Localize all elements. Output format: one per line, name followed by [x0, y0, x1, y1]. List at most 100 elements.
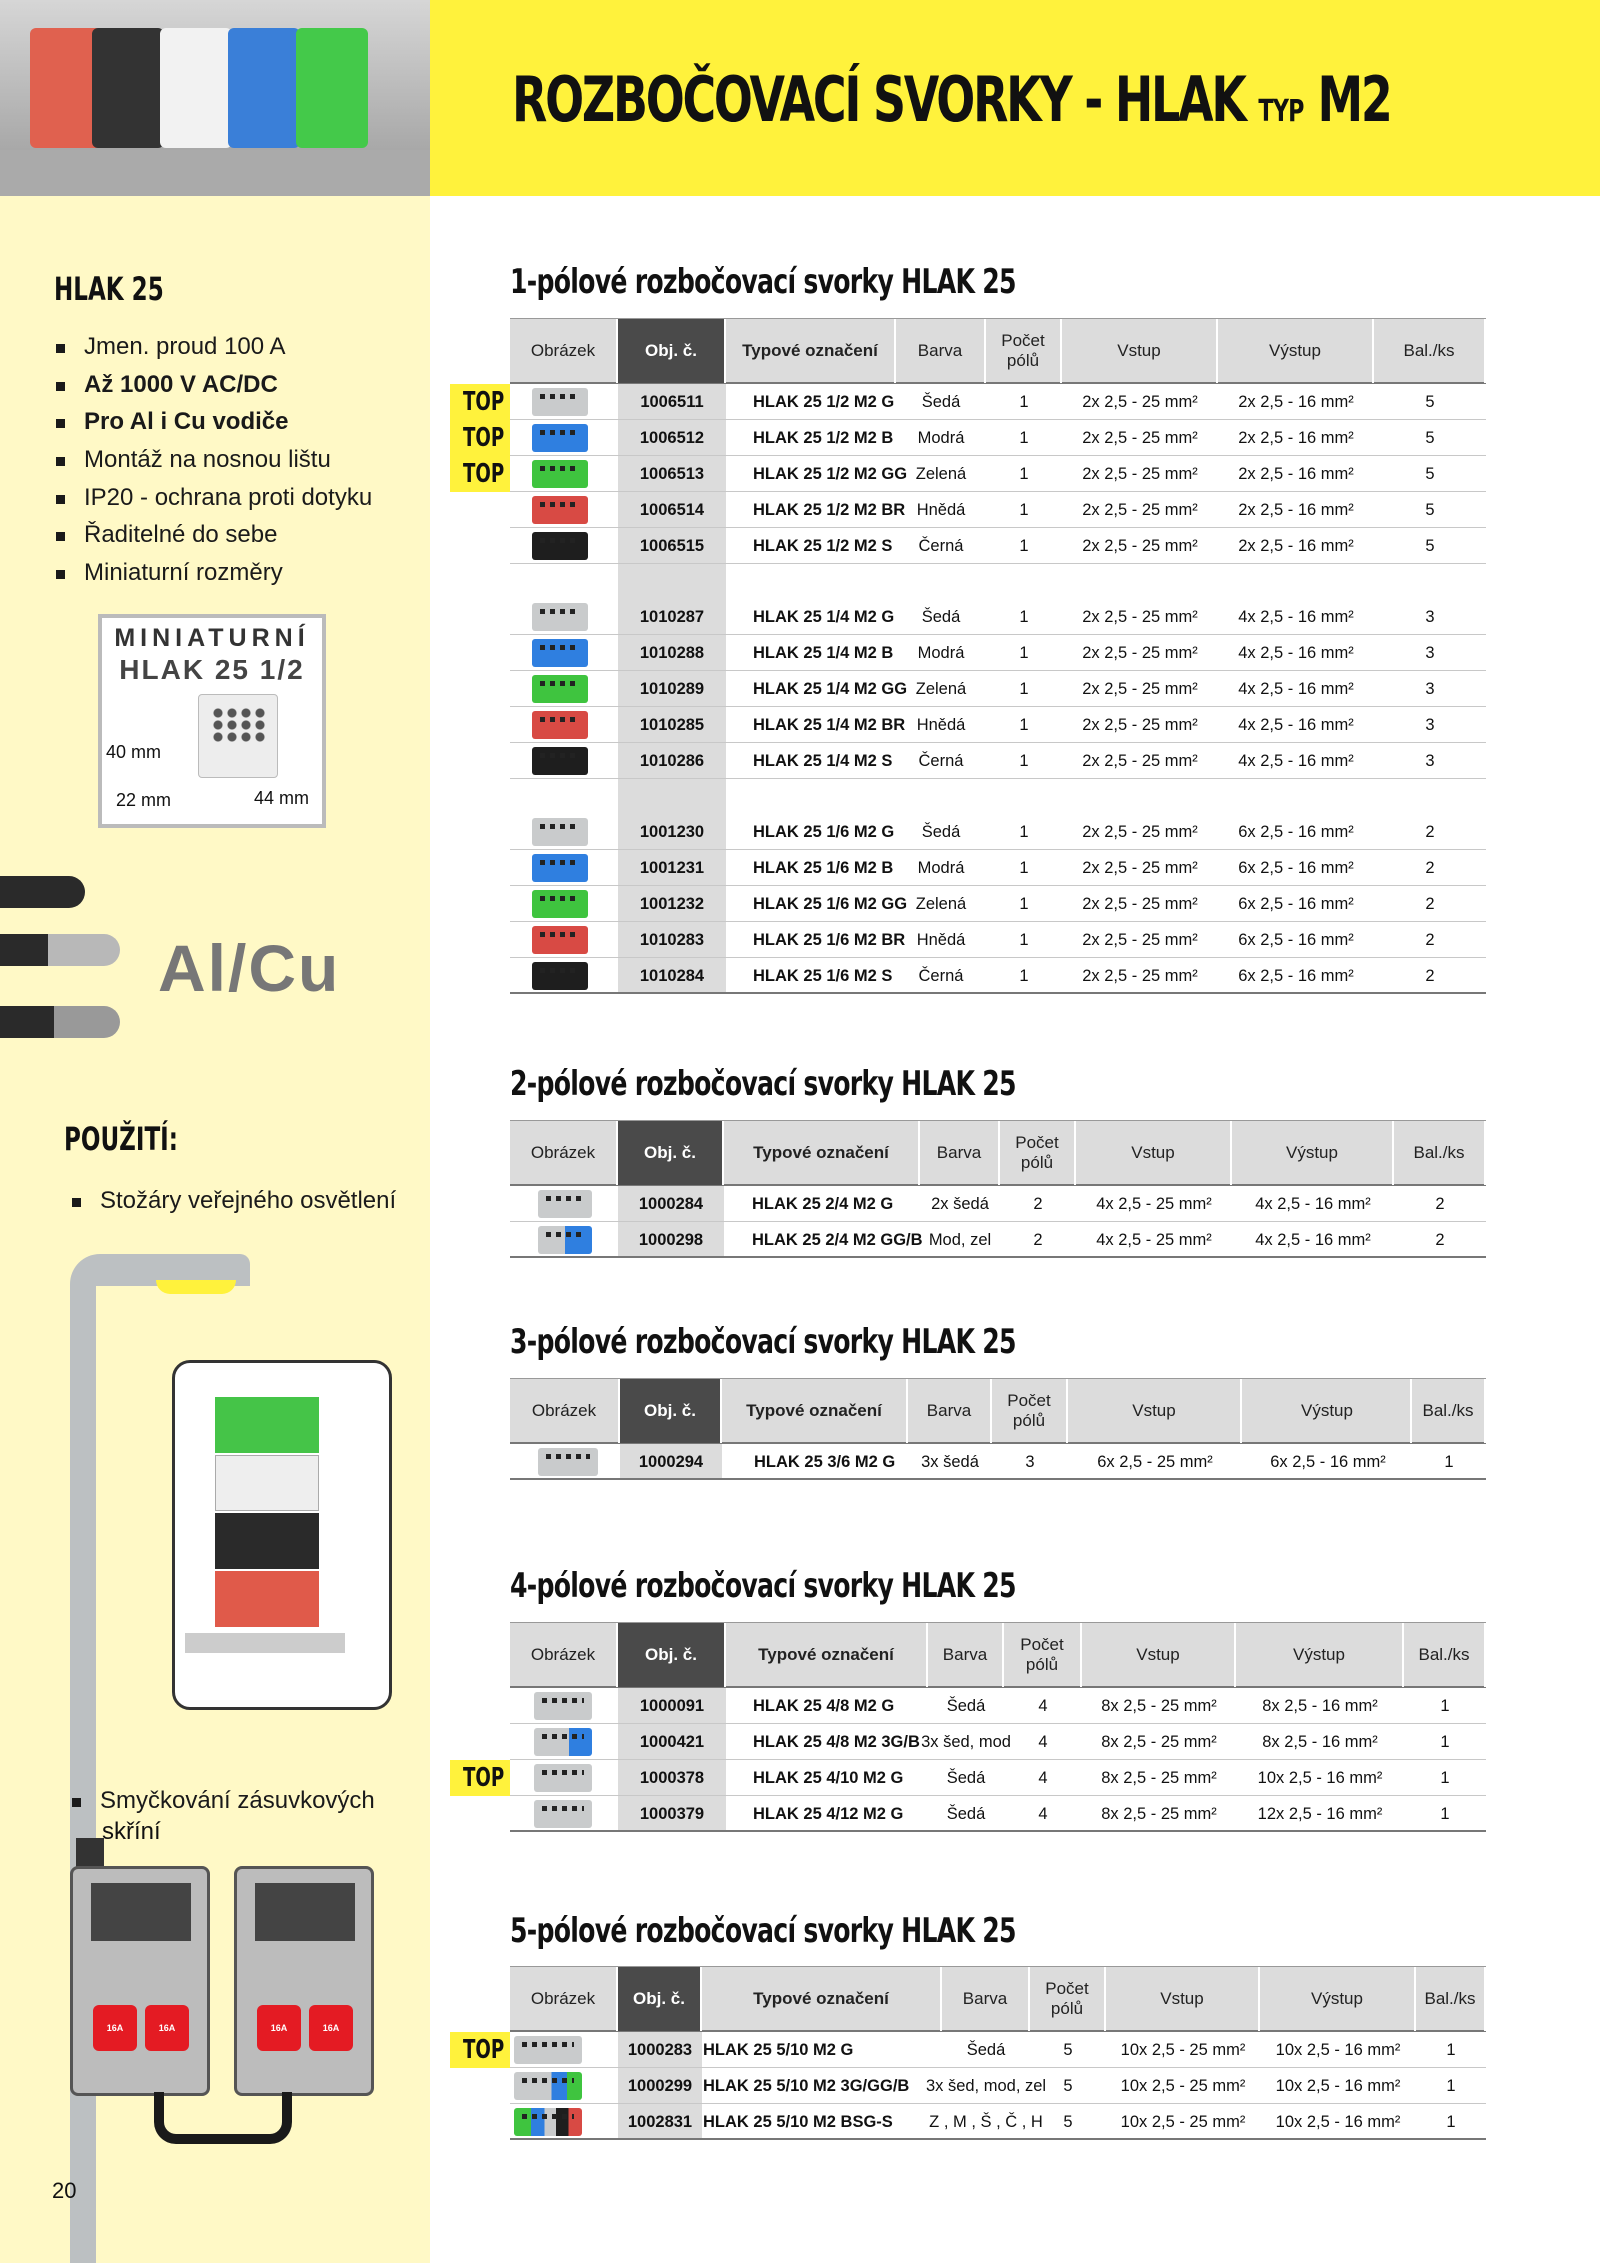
type-designation: HLAK 25 4/10 M2 G	[753, 1768, 904, 1787]
type-designation: HLAK 25 3/6 M2 G	[754, 1452, 896, 1471]
output-spec: 2x 2,5 - 16 mm²	[1238, 500, 1354, 519]
order-number: 1001231	[639, 858, 705, 877]
terminal-thumbnail	[534, 1728, 592, 1756]
input-spec: 2x 2,5 - 25 mm²	[1082, 858, 1198, 877]
output-spec: 4x 2,5 - 16 mm²	[1238, 643, 1354, 662]
feature-item: Řaditelné do sebe	[54, 520, 277, 550]
input-spec: 2x 2,5 - 25 mm²	[1082, 536, 1198, 555]
column-header: Vstup	[1076, 1121, 1232, 1185]
output-spec: 4x 2,5 - 16 mm²	[1255, 1230, 1371, 1249]
pack-qty: 5	[1425, 428, 1435, 447]
column-header: Typové označení	[726, 1623, 928, 1687]
terminal-thumbnail	[532, 890, 588, 918]
output-spec: 10x 2,5 - 16 mm²	[1257, 1768, 1383, 1787]
al-cu-label: Al/Cu	[158, 931, 341, 1005]
output-spec: 2x 2,5 - 16 mm²	[1238, 428, 1354, 447]
section-title: 1-pólové rozbočovací svorky HLAK 25	[510, 262, 1017, 302]
feature-item: Jmen. proud 100 A	[54, 332, 285, 362]
output-spec: 4x 2,5 - 16 mm²	[1238, 751, 1354, 770]
output-spec: 2x 2,5 - 16 mm²	[1238, 464, 1354, 483]
input-spec: 10x 2,5 - 25 mm²	[1120, 2076, 1246, 2095]
type-designation: HLAK 25 1/2 M2 B	[753, 428, 894, 447]
column-header: Vstup	[1068, 1379, 1242, 1443]
terminal-thumbnail	[532, 532, 588, 560]
socket-icon: 16A	[145, 2005, 189, 2051]
section-title: 5-pólové rozbočovací svorky HLAK 25	[510, 1911, 1017, 1951]
input-spec: 10x 2,5 - 25 mm²	[1120, 2112, 1246, 2131]
color: Černá	[918, 536, 964, 555]
cable	[0, 1006, 120, 1038]
type-designation: HLAK 25 1/4 M2 GG	[753, 679, 908, 698]
pole-count: 1	[1019, 607, 1029, 626]
order-number: 1010287	[639, 607, 705, 626]
pole-count: 1	[1019, 894, 1029, 913]
column-header: Vstup	[1106, 1967, 1260, 2031]
column-header: Bal./ks	[1394, 1121, 1486, 1185]
color: 3x šed, mod	[921, 1732, 1011, 1751]
usage-item: Smyčkování zásuvkových	[70, 1786, 375, 1816]
type-designation: HLAK 25 5/10 M2 3G/GG/B	[703, 2076, 910, 2095]
column-header: Vstup	[1082, 1623, 1236, 1687]
type-designation: HLAK 25 1/6 M2 S	[753, 966, 893, 985]
type-designation: HLAK 25 2/4 M2 GG/B	[752, 1230, 923, 1249]
pack-qty: 1	[1446, 2040, 1456, 2059]
order-number: 1000379	[639, 1804, 705, 1823]
column-header: Obj. č.	[618, 1121, 724, 1185]
column-header: Barva	[920, 1121, 1000, 1185]
output-spec: 6x 2,5 - 16 mm²	[1238, 822, 1354, 841]
cable	[0, 934, 120, 966]
top-badge: TOP	[463, 1763, 505, 1793]
pack-qty: 1	[1440, 1696, 1450, 1715]
pole-count: 1	[1019, 500, 1029, 519]
terminal-thumbnail	[534, 1692, 592, 1720]
pack-qty: 1	[1444, 1452, 1454, 1471]
output-spec: 6x 2,5 - 16 mm²	[1238, 930, 1354, 949]
feature-item: Až 1000 V AC/DC	[54, 370, 278, 400]
feature-item: Pro Al i Cu vodiče	[54, 407, 288, 437]
input-spec: 4x 2,5 - 25 mm²	[1096, 1230, 1212, 1249]
color: Zelená	[915, 894, 967, 913]
order-number: 1000421	[639, 1732, 705, 1751]
column-header: Typové označení	[724, 1121, 920, 1185]
input-spec: 8x 2,5 - 25 mm²	[1101, 1804, 1217, 1823]
green-terminal	[296, 28, 368, 148]
black-terminal	[92, 28, 164, 148]
terminal-thumbnail	[532, 854, 588, 882]
type-designation: HLAK 25 1/6 M2 BR	[753, 930, 906, 949]
input-spec: 2x 2,5 - 25 mm²	[1082, 607, 1198, 626]
terminal-thumbnail	[538, 1448, 598, 1476]
column-header: Výstup	[1236, 1623, 1404, 1687]
order-number: 1010285	[639, 715, 705, 734]
terminal-thumbnail	[532, 747, 588, 775]
column-header: Obrázek	[510, 1623, 618, 1687]
pack-qty: 5	[1425, 392, 1435, 411]
pack-qty: 2	[1435, 1194, 1445, 1213]
order-number: 1001230	[639, 822, 705, 841]
pole-count: 5	[1063, 2112, 1073, 2131]
dim-width: 22 mm	[116, 790, 172, 810]
feature-item: Montáž na nosnou lištu	[54, 445, 331, 475]
type-designation: HLAK 25 1/6 M2 G	[753, 822, 895, 841]
usage-heading: POUŽITÍ:	[64, 1120, 178, 1158]
type-designation: HLAK 25 5/10 M2 G	[703, 2040, 854, 2059]
color: Hnědá	[916, 715, 966, 734]
pole-count: 1	[1019, 822, 1029, 841]
feature-item: IP20 - ochrana proti dotyku	[54, 483, 372, 513]
terminal-thumbnail	[532, 675, 588, 703]
output-spec: 12x 2,5 - 16 mm²	[1257, 1804, 1383, 1823]
pole-count: 5	[1063, 2040, 1073, 2059]
color: 2x šedá	[931, 1194, 989, 1213]
color: Šedá	[946, 1768, 986, 1787]
page-title: ROZBOČOVACÍ SVORKY - HLAK TYP M2	[512, 63, 1393, 136]
top-badge: TOP	[463, 423, 505, 453]
feature-item: Miniaturní rozměry	[54, 558, 283, 588]
column-header: Obj. č.	[618, 1967, 702, 2031]
column-header: Obrázek	[510, 319, 618, 383]
